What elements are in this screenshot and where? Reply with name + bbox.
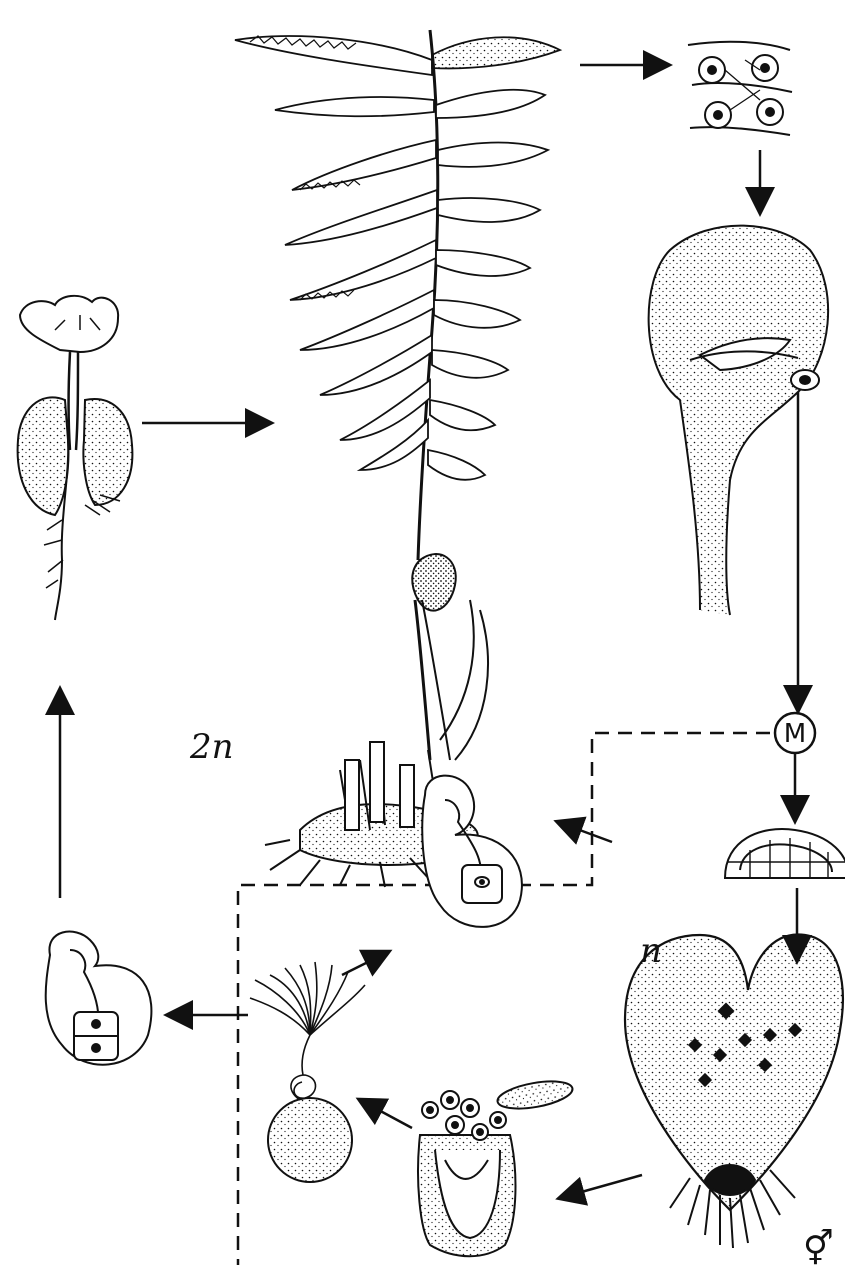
prothallus-gametophyte bbox=[625, 935, 843, 1248]
meiosis-symbol: M bbox=[775, 713, 815, 753]
arrow-antheridium-to-spermatozoid bbox=[360, 1100, 412, 1128]
bisexual-symbol: ⚥ bbox=[803, 1228, 834, 1269]
antheridium-released-cells bbox=[422, 1091, 506, 1140]
meiosis-letter: M bbox=[784, 719, 806, 749]
arrow-prothallus-to-archegonium bbox=[558, 822, 612, 842]
archegonium bbox=[422, 776, 522, 927]
diploid-label: 2n bbox=[189, 727, 234, 767]
fern-stipe-scales bbox=[412, 554, 456, 611]
antheridium bbox=[418, 1077, 574, 1257]
sporangium bbox=[649, 226, 828, 615]
zygote-embryo bbox=[46, 932, 152, 1065]
arrow-prothallus-to-antheridium bbox=[560, 1175, 642, 1198]
arrow-spermatozoid-to-archegonium bbox=[342, 952, 388, 975]
sporophyte-fern bbox=[235, 30, 560, 887]
spore bbox=[725, 829, 845, 878]
sori-with-sporangia bbox=[688, 42, 792, 135]
spermatozoid bbox=[250, 962, 365, 1182]
young-sporophyte bbox=[18, 296, 133, 620]
